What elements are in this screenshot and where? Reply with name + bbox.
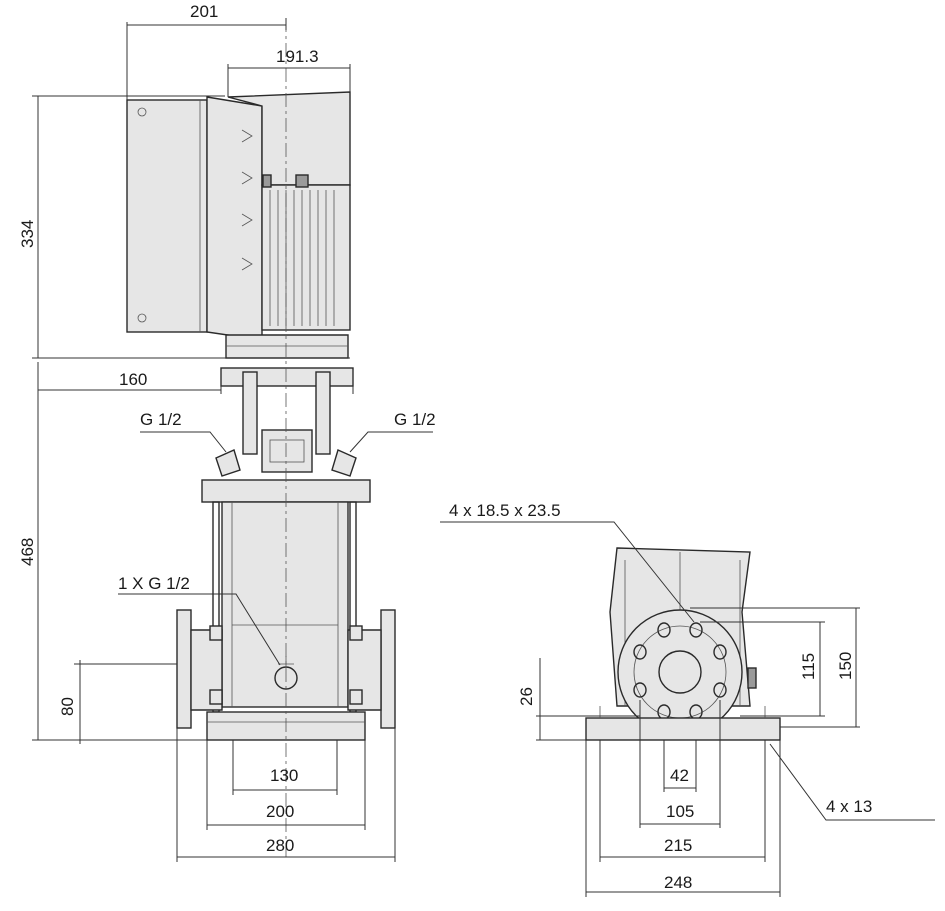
inlet-flange: [176, 609, 192, 729]
flange-holes-label: 4 x 18.5 x 23.5: [449, 501, 561, 520]
motor-assembly: [126, 91, 351, 359]
side-view: [585, 547, 781, 741]
dim-label-26: 26: [517, 687, 536, 706]
dimension-labels: 201 191.3 334 160 G 1/2 G 1/2 468 1 X G …: [18, 2, 872, 892]
outlet-flange: [380, 609, 396, 729]
front-dimension-lines: [32, 18, 433, 862]
dim-label-280: 280: [266, 836, 294, 855]
coupling-assembly: [201, 367, 371, 503]
dim-label-105: 105: [666, 802, 694, 821]
pump-body: [176, 501, 396, 741]
bolt-hole-icon: [633, 682, 647, 698]
dim-label-160: 160: [119, 370, 147, 389]
dim-label-42: 42: [670, 766, 689, 785]
side-dimension-lines: [440, 521, 935, 897]
dim-label-201: 201: [190, 2, 218, 21]
vent-plug-left-icon: [215, 449, 241, 477]
dim-label-130: 130: [270, 766, 298, 785]
bolt-hole-icon: [713, 644, 727, 660]
motor-stool: [225, 334, 349, 359]
coupling-column-left: [242, 371, 258, 455]
dim-label-468: 468: [18, 538, 37, 566]
bolt-hole-icon: [689, 622, 703, 638]
coupling-column-right: [315, 371, 331, 455]
side-flange: [617, 609, 743, 735]
port-label-right: G 1/2: [394, 410, 436, 429]
coupling-flange: [220, 367, 354, 387]
base-holes-label: 4 x 13: [826, 797, 872, 816]
dim-label-115: 115: [799, 653, 818, 680]
terminal-screw-bottom-icon: [137, 313, 147, 323]
cooling-fins: [261, 184, 351, 331]
dim-label-191: 191.3: [276, 47, 319, 66]
lifting-eye-right: [295, 174, 309, 188]
terminal-box: [126, 99, 208, 333]
flange-bore: [658, 650, 702, 694]
motor-housing: [206, 96, 263, 341]
terminal-screw-top-icon: [137, 107, 147, 117]
dim-label-80: 80: [58, 697, 77, 716]
dim-label-150: 150: [836, 652, 855, 680]
dim-label-215: 215: [664, 836, 692, 855]
flange-bolt-holes: [633, 622, 727, 720]
dim-label-248: 248: [664, 873, 692, 892]
port-label-left: G 1/2: [140, 410, 182, 429]
bolt-hole-icon: [713, 682, 727, 698]
bolt-hole-icon: [633, 644, 647, 660]
lifting-eye-left: [262, 174, 272, 188]
drain-port-label: 1 X G 1/2: [118, 574, 190, 593]
dim-label-200: 200: [266, 802, 294, 821]
dim-label-334: 334: [18, 220, 37, 248]
bolt-hole-icon: [657, 622, 671, 638]
vent-plug-right-icon: [331, 449, 357, 477]
side-drain-plug-icon: [747, 667, 757, 689]
side-base: [585, 717, 781, 741]
coupling-guard: [261, 429, 313, 473]
